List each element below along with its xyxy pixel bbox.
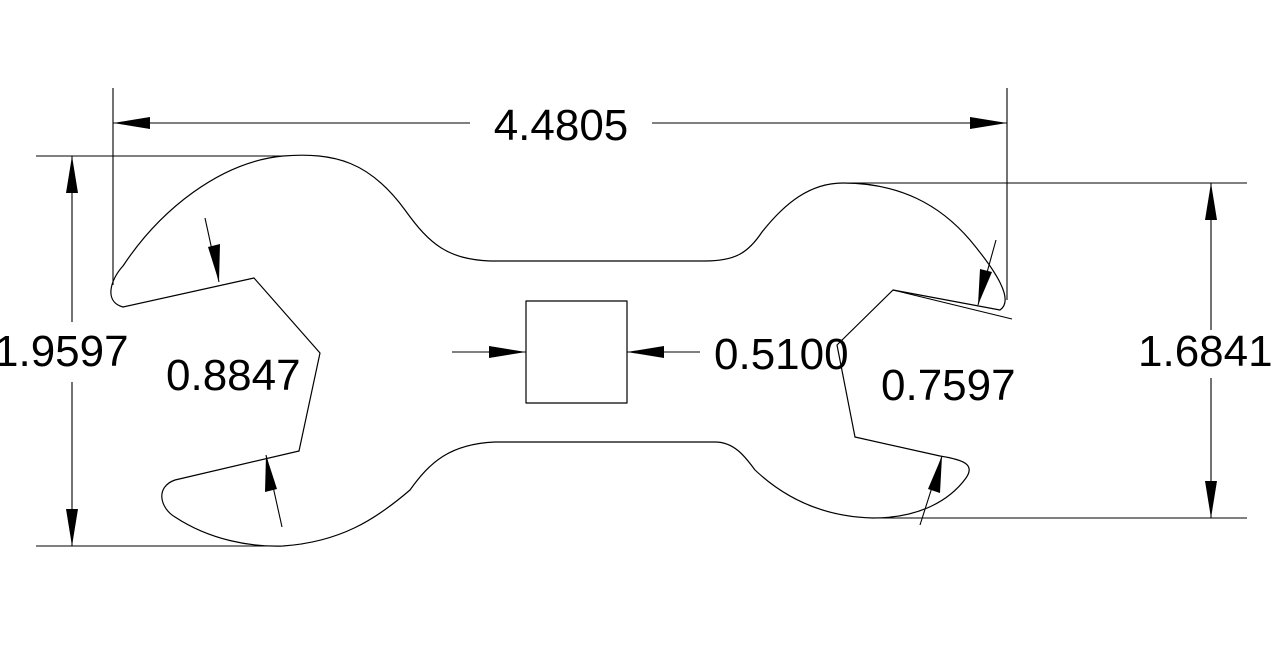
square-hole (525, 300, 628, 404)
arrow-right-jaw-top (978, 269, 992, 305)
left-height-label: 1.9597 (0, 327, 129, 376)
wrench-upper-edge (110, 154, 1006, 311)
left-jaw (253, 277, 321, 452)
overall-length-dimension: 4.4805 (112, 88, 1008, 300)
square-size-label: 0.5100 (714, 330, 849, 379)
arrow-right-height-bottom (1205, 481, 1217, 518)
left-jaw-dimension: 0.8847 (166, 217, 301, 528)
arrow-left-height-top (66, 156, 78, 193)
arrow-square-right (627, 346, 664, 358)
overall-length-label: 4.4805 (494, 101, 629, 150)
arrow-right-jaw-bottom (928, 456, 942, 493)
arrow-left-jaw-top (208, 244, 220, 282)
right-height-label: 1.6841 (1138, 327, 1273, 376)
square-dimension: 0.5100 (452, 330, 849, 379)
arrow-square-left (489, 346, 526, 358)
right-jaw (836, 289, 894, 438)
arrow-left-height-bottom (66, 509, 78, 546)
left-jaw-label: 0.8847 (166, 351, 301, 400)
arrow-length-right (970, 117, 1007, 129)
left-height-dimension: 1.9597 (0, 155, 283, 547)
extension-right-jaw-top (892, 289, 1013, 320)
arrow-left-jaw-bottom (265, 455, 277, 492)
right-jaw-label: 0.7597 (881, 361, 1016, 410)
arrow-length-left (113, 117, 150, 129)
wrench-lower-edge (161, 436, 970, 547)
right-jaw-dimension: 0.7597 (881, 239, 1016, 526)
arrow-right-height-top (1205, 183, 1217, 220)
right-height-dimension: 1.6841 (843, 182, 1273, 519)
